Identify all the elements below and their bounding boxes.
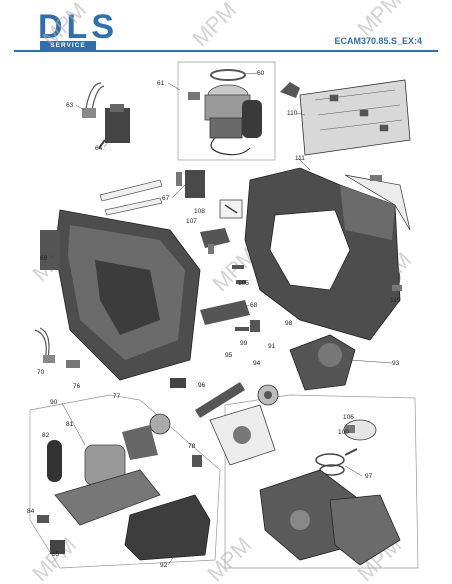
callout-106: 106 [343, 414, 354, 421]
callout-63: 63 [66, 102, 74, 109]
callout-69: 69 [40, 255, 48, 262]
callout-91: 91 [268, 343, 276, 350]
part-brew-assembly-93 [289, 334, 356, 391]
callout-82: 82 [42, 432, 50, 439]
part-bracket-67 [176, 170, 205, 198]
callout-64: 64 [95, 145, 103, 152]
part-cover-92 [124, 494, 211, 561]
part-boiler-group-90 [37, 413, 171, 554]
callout-92: 92 [160, 562, 168, 569]
part-106 [343, 419, 377, 441]
part-bracket-64 [98, 104, 130, 149]
part-brew-unit-lower [259, 469, 401, 566]
part-panel-95 [195, 382, 276, 466]
part-connector-115 [392, 264, 402, 291]
callout-68: 68 [250, 302, 258, 309]
callout-107: 107 [186, 218, 197, 225]
watermark: MPM [187, 0, 241, 51]
callout-97: 97 [365, 473, 373, 480]
callout-90: 90 [50, 399, 58, 406]
part-strip [99, 179, 163, 202]
brand-logo-subtitle: SERVICE [40, 41, 96, 50]
part-switch-108 [219, 199, 243, 219]
part-frame-left-69 [40, 209, 201, 381]
leader-lines [49, 72, 399, 566]
header-rule [14, 50, 438, 52]
callout-98: 98 [285, 320, 293, 327]
callout-76: 76 [73, 383, 81, 390]
watermark: MPM [202, 532, 256, 584]
part-107 [200, 228, 230, 254]
part-seals-97 [315, 448, 358, 476]
part-wiring-70 [34, 327, 55, 363]
part-frame-right-111 [244, 167, 411, 341]
callout-78: 78 [188, 443, 196, 450]
callout-81: 81 [66, 421, 74, 428]
part-78 [192, 455, 202, 467]
callout-115: 115 [390, 297, 401, 304]
callout-99: 99 [240, 340, 248, 347]
callout-77: 77 [113, 393, 121, 400]
group-box-61 [177, 61, 276, 161]
part-94 [257, 384, 279, 406]
callout-110: 110 [287, 110, 298, 117]
callout-95: 95 [225, 352, 233, 359]
callout-70: 70 [37, 369, 45, 376]
part-strip [104, 197, 163, 216]
callout-108: 108 [194, 208, 205, 215]
part-screws [232, 265, 260, 332]
callout-111: 111 [295, 155, 305, 162]
group-box-90 [29, 394, 221, 569]
part-wiring-63 [82, 82, 105, 118]
watermark: MPM [352, 0, 406, 41]
callout-93: 93 [392, 360, 400, 367]
callout-61: 61 [157, 80, 165, 87]
part-grinder-unit [188, 69, 262, 156]
part-76 [66, 360, 80, 368]
brand-logo: DLS [38, 8, 118, 46]
callout-84: 84 [27, 508, 35, 515]
part-circuit-board-110 [299, 79, 411, 156]
callout-105: 105 [238, 280, 249, 287]
part-96 [170, 378, 186, 388]
group-box-93 [224, 394, 419, 569]
part-clip [280, 82, 300, 98]
callout-94: 94 [253, 360, 261, 367]
callout-labels: 60 61 63 64 67 68 69 70 76 77 78 81 82 8… [27, 70, 401, 569]
watermark: MPM [37, 0, 91, 51]
callout-100: 100 [338, 429, 349, 436]
callout-96: 96 [198, 382, 206, 389]
callout-67: 67 [162, 195, 170, 202]
callout-60: 60 [257, 70, 265, 77]
callout-85: 85 [52, 551, 60, 558]
model-code: ECAM370.85.S_EX:4 [334, 36, 422, 46]
part-68 [200, 300, 250, 325]
